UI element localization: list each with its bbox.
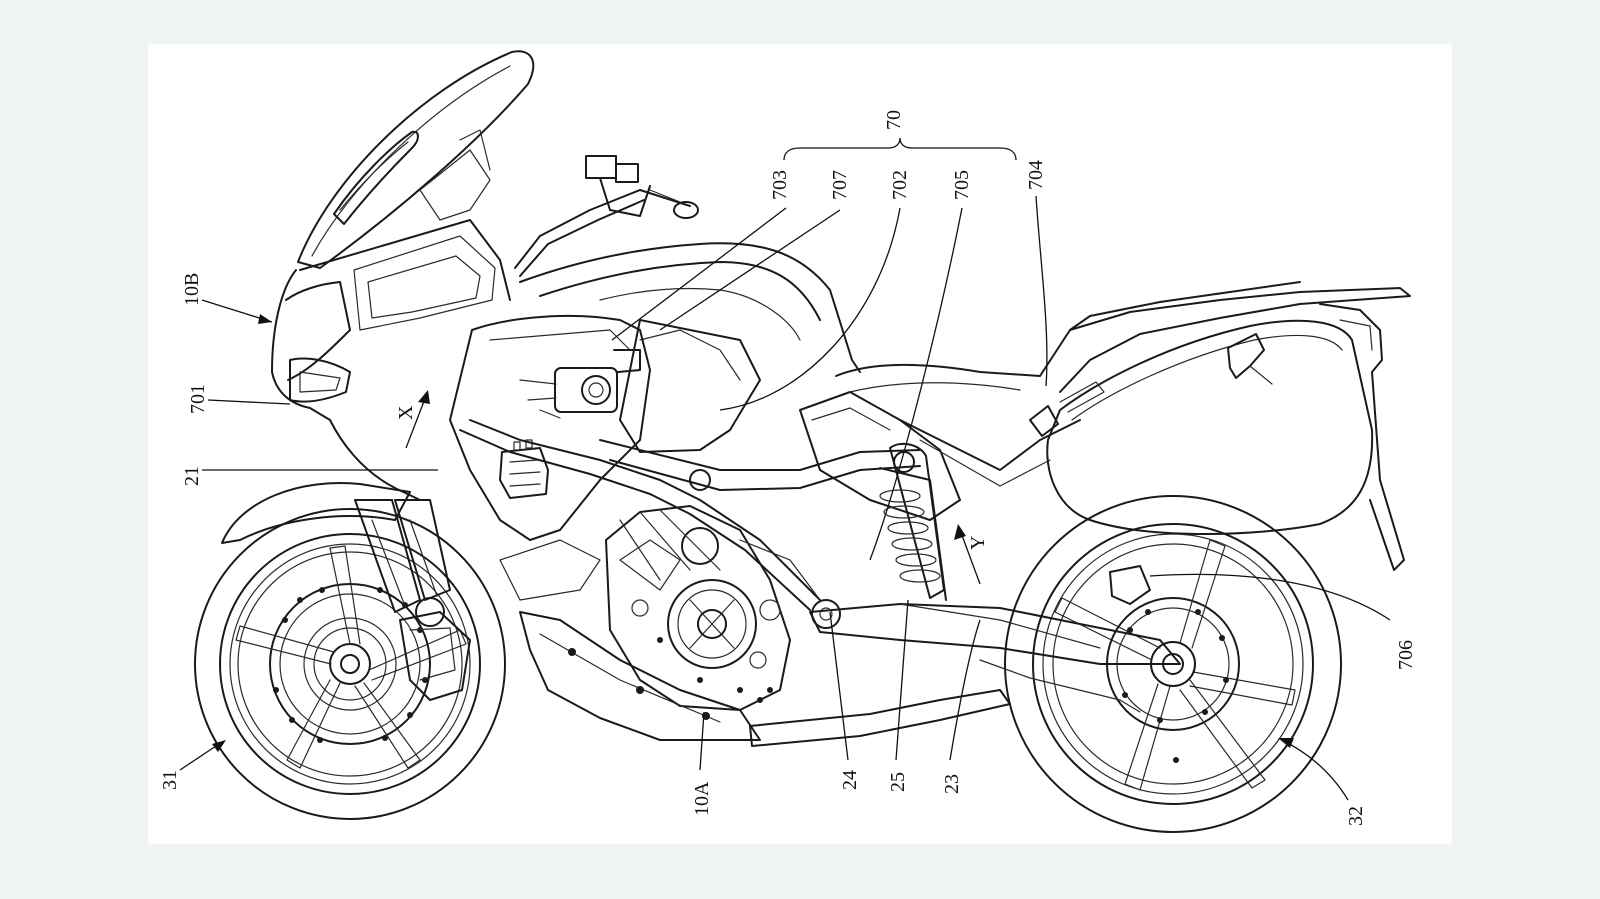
label-32: 32 <box>1345 806 1367 826</box>
leader-lines <box>180 196 1390 800</box>
front-wheel <box>195 509 505 819</box>
side-panel <box>800 392 960 520</box>
label-707: 707 <box>829 170 851 200</box>
label-10B: 10B <box>181 273 203 306</box>
label-706: 706 <box>1395 640 1417 670</box>
label-25: 25 <box>887 772 909 792</box>
label-10A: 10A <box>691 781 713 816</box>
fuel-tank <box>520 243 860 452</box>
tail-section <box>1320 304 1404 570</box>
front-hub <box>330 644 370 684</box>
front-light <box>290 359 350 402</box>
bracket-70 <box>784 138 1016 160</box>
label-702: 702 <box>889 170 911 200</box>
rear-brake-caliper <box>1110 566 1150 604</box>
seat <box>836 282 1410 392</box>
engine <box>606 506 820 710</box>
headlight-housing <box>354 236 495 330</box>
label-X: X <box>395 405 417 420</box>
exhaust <box>750 690 1010 746</box>
front-fairing <box>272 130 510 500</box>
pannier-case <box>1030 321 1372 534</box>
label-31: 31 <box>159 770 181 790</box>
label-70: 70 <box>883 110 905 130</box>
label-701: 701 <box>187 384 209 414</box>
label-21: 21 <box>181 466 203 486</box>
label-24: 24 <box>839 770 861 790</box>
label-705: 705 <box>951 170 973 200</box>
label-704: 704 <box>1025 160 1047 190</box>
belly-pan <box>500 540 760 740</box>
label-Y: Y <box>967 536 989 550</box>
label-703: 703 <box>769 170 791 200</box>
label-23: 23 <box>941 774 963 794</box>
